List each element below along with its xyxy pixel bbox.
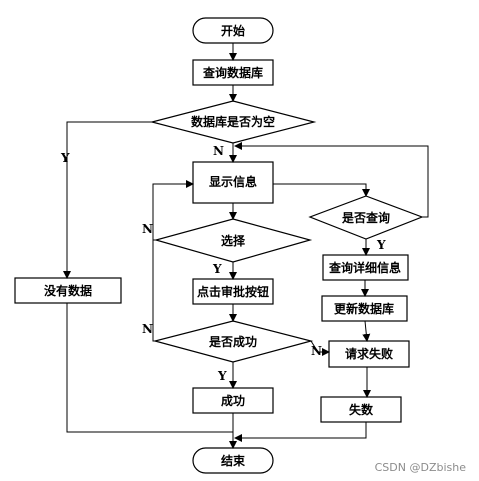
edge-nodata-to-end <box>66 303 233 433</box>
svg-text:点击审批按钮: 点击审批按钮 <box>197 284 269 299</box>
svg-text:请求失败: 请求失败 <box>345 346 393 361</box>
edge-show-to-query-decision <box>273 183 370 197</box>
svg-text:查询数据库: 查询数据库 <box>202 65 263 80</box>
label-db-empty-no: N <box>213 144 224 158</box>
svg-text:数据库是否为空: 数据库是否为空 <box>191 114 275 129</box>
edge-success-no-loop <box>152 240 155 342</box>
node-show-info: 显示信息 <box>192 161 274 204</box>
edge-fail-to-end <box>234 422 367 442</box>
svg-text:显示信息: 显示信息 <box>209 174 257 189</box>
label-select-no: N <box>142 222 153 236</box>
edge-success-no-to-fail <box>310 340 330 356</box>
svg-text:更新数据库: 更新数据库 <box>334 301 394 316</box>
node-end: 结束 <box>192 447 274 474</box>
edge-query-no-loop <box>234 142 429 218</box>
label-db-empty-yes: Y <box>60 151 70 165</box>
edge-empty-yes-to-nodata <box>63 121 152 279</box>
svg-text:选择: 选择 <box>221 233 246 248</box>
label-select-yes: Y <box>212 262 222 276</box>
node-query-db: 查询数据库 <box>192 59 274 86</box>
node-select-decision: 选择 <box>153 218 313 263</box>
watermark-text: CSDN @DZbishe <box>375 461 467 474</box>
edge-update-to-request-fail <box>362 320 371 342</box>
svg-text:是否查询: 是否查询 <box>341 210 390 225</box>
node-click-approve: 点击审批按钮 <box>192 278 274 305</box>
node-db-empty-decision: 数据库是否为空 <box>149 100 317 144</box>
node-is-query-decision: 是否查询 <box>308 195 424 240</box>
svg-text:结束: 结束 <box>221 453 246 468</box>
node-query-detail: 查询详细信息 <box>322 254 409 281</box>
node-no-data: 没有数据 <box>14 277 122 304</box>
svg-text:是否成功: 是否成功 <box>208 334 257 349</box>
node-fail: 失数 <box>320 396 402 423</box>
node-request-fail: 请求失败 <box>328 340 410 368</box>
label-success-yes: Y <box>217 369 227 383</box>
svg-text:失数: 失数 <box>349 402 374 417</box>
node-update-db: 更新数据库 <box>321 295 408 322</box>
svg-text:查询详细信息: 查询详细信息 <box>328 260 401 275</box>
edge-select-no-loop <box>152 180 194 241</box>
svg-text:成功: 成功 <box>221 393 245 408</box>
label-success-no-right: N <box>311 344 322 358</box>
svg-text:开始: 开始 <box>221 23 245 38</box>
node-is-success-decision: 是否成功 <box>152 320 314 363</box>
label-success-no-loop: N <box>142 322 153 336</box>
svg-text:没有数据: 没有数据 <box>44 283 92 298</box>
node-start: 开始 <box>192 17 274 44</box>
label-query-yes: Y <box>376 238 386 252</box>
node-success: 成功 <box>192 387 274 414</box>
